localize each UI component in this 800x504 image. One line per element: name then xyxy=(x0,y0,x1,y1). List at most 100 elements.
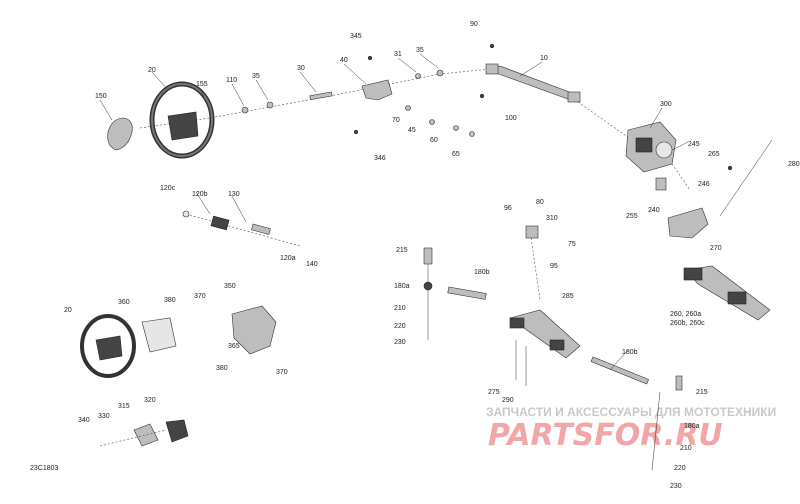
bolt-215b-part xyxy=(675,375,683,391)
nut-65-part xyxy=(469,131,475,137)
washer-110-part xyxy=(241,106,249,114)
eps-bracket-line xyxy=(671,163,691,191)
callout-285: 285 xyxy=(562,293,574,300)
alt-wheel-hub xyxy=(95,335,123,361)
switch-315-part xyxy=(133,423,159,447)
nut-35-part xyxy=(266,101,274,109)
rack-label-2: 260b, 260c xyxy=(670,320,705,327)
callout-70: 70 xyxy=(392,117,400,124)
callout-350: 350 xyxy=(224,283,236,290)
diagram-code: 23C1803 xyxy=(30,465,59,472)
rack-inset-boot-left xyxy=(683,267,703,281)
nut-35b-part xyxy=(436,69,444,77)
callout-155: 155 xyxy=(196,81,208,88)
callout-340: 340 xyxy=(78,417,90,424)
callout-210-2: 210 xyxy=(680,445,692,452)
callout-180b: 180b xyxy=(474,269,490,276)
callout-60: 60 xyxy=(430,137,438,144)
steering-wheel-rim xyxy=(151,83,213,157)
steering-wheel-hub xyxy=(167,111,199,141)
callout-40: 40 xyxy=(340,57,348,64)
watermark-subtitle: ЗАПЧАСТИ И АКСЕССУАРЫ ДЛЯ МОТОТЕХНИКИ xyxy=(486,405,776,419)
tie-rod-axis-right xyxy=(651,391,661,471)
steering-column-group xyxy=(107,43,581,159)
callout-300: 300 xyxy=(660,101,672,108)
joint-310-part xyxy=(525,225,539,239)
callout-80: 80 xyxy=(536,199,544,206)
rack-axis-line xyxy=(529,229,541,301)
callout-275: 275 xyxy=(488,389,500,396)
switch-120b-part xyxy=(210,215,230,231)
callout-20: 20 xyxy=(148,67,156,74)
callout-255: 255 xyxy=(626,213,638,220)
callout-246: 246 xyxy=(698,181,710,188)
callout-365: 365 xyxy=(228,343,240,350)
bolt-31-part xyxy=(415,73,421,79)
callout-65: 65 xyxy=(452,151,460,158)
callout-35: 35 xyxy=(252,73,260,80)
steering-rack-group xyxy=(423,225,771,471)
ignition-switch-group xyxy=(182,210,301,247)
callout-215-2: 215 xyxy=(696,389,708,396)
bracket-270-part xyxy=(667,207,709,239)
callout-345: 345 xyxy=(350,33,362,40)
callout-370: 370 xyxy=(194,293,206,300)
shaft-30-part xyxy=(309,91,333,101)
callout-310: 310 xyxy=(546,215,558,222)
callout-180a-2: 180a xyxy=(684,423,700,430)
callout-31: 31 xyxy=(394,51,402,58)
callout-10: 10 xyxy=(540,55,548,62)
callout-360: 360 xyxy=(118,299,130,306)
callout-95: 95 xyxy=(550,263,558,270)
callout-346: 346 xyxy=(374,155,386,162)
bolt-90-part xyxy=(489,43,495,49)
callout-230: 230 xyxy=(394,339,406,346)
callout-30: 30 xyxy=(297,65,305,72)
callout-130: 130 xyxy=(228,191,240,198)
rod-280-part xyxy=(719,139,773,217)
cover-350-part xyxy=(231,305,277,355)
callout-110: 110 xyxy=(226,77,237,84)
switch-axis-line xyxy=(185,213,301,247)
callout-215: 215 xyxy=(396,247,408,254)
watermark-brand: PARTSFOR.RU xyxy=(488,418,723,453)
callout-240: 240 xyxy=(648,207,660,214)
bolt-265-part xyxy=(727,165,733,171)
callout-210: 210 xyxy=(394,305,406,312)
rack-inset-boot-right xyxy=(727,291,747,305)
callout-220: 220 xyxy=(394,323,406,330)
leader-lines xyxy=(99,53,689,371)
bolt-215a-part xyxy=(423,247,433,265)
callout-180a: 180a xyxy=(394,283,410,290)
key-130-part xyxy=(251,223,271,235)
boot-left-part xyxy=(509,317,525,329)
callout-265: 265 xyxy=(708,151,720,158)
callout-100: 100 xyxy=(505,115,517,122)
callout-320: 320 xyxy=(144,397,156,404)
callout-20-2: 20 xyxy=(64,307,72,314)
eps-housing-cap xyxy=(655,141,673,159)
callout-290: 290 xyxy=(502,397,514,404)
nut-100-part xyxy=(479,93,485,99)
callout-245: 245 xyxy=(688,141,700,148)
boot-right-part xyxy=(549,339,565,351)
tie-rod-180b2-part xyxy=(590,356,649,385)
eps-axis-line xyxy=(577,101,633,141)
callout-90: 90 xyxy=(470,21,478,28)
ring-120c-part xyxy=(182,210,190,218)
switch-320-part xyxy=(165,419,189,443)
eps-motor-part xyxy=(635,137,653,153)
callout-35b: 35 xyxy=(416,47,424,54)
callout-315: 315 xyxy=(118,403,130,410)
clip-240-part xyxy=(655,177,667,191)
tie-rod-180b-part xyxy=(447,286,487,300)
callout-330: 330 xyxy=(98,413,110,420)
callout-380: 380 xyxy=(164,297,176,304)
u-joint-lower xyxy=(567,91,581,103)
callout-220-2: 220 xyxy=(674,465,686,472)
callout-230-2: 230 xyxy=(670,483,682,490)
callout-45: 45 xyxy=(408,127,416,134)
callout-280: 280 xyxy=(788,161,800,168)
